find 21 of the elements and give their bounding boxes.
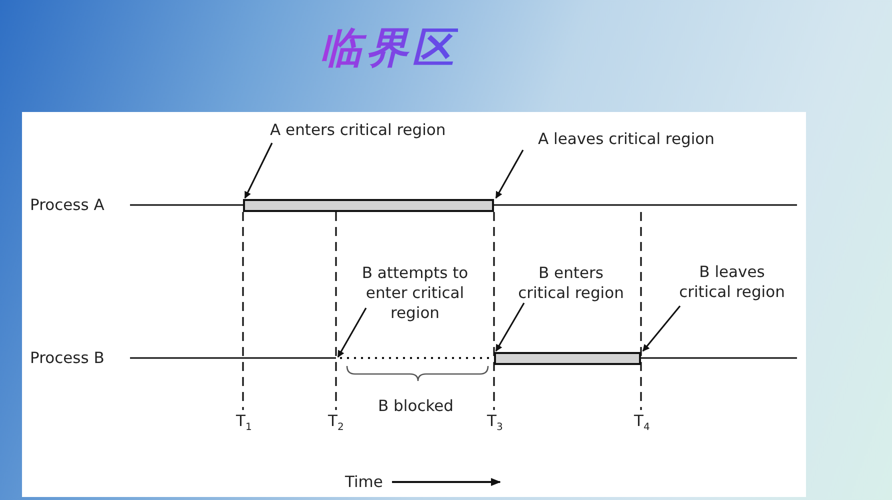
annotation-text: B enters critical region xyxy=(516,263,626,303)
axis-label: Time xyxy=(345,473,383,491)
critical-region-bar xyxy=(494,352,641,365)
leader-arrow xyxy=(495,302,525,352)
annotation-text: A enters critical region xyxy=(270,120,460,140)
axis-label: T$_{1}$ xyxy=(236,412,252,433)
dotted-line xyxy=(340,357,492,359)
annotation-text: B leaves critical region xyxy=(672,262,792,302)
axis-label: Process A xyxy=(30,196,104,214)
critical-region-bar xyxy=(243,199,494,212)
axis-label: T$_{2}$ xyxy=(328,412,344,433)
annotation-text: A leaves critical region xyxy=(538,129,728,149)
leader-arrow xyxy=(495,150,524,199)
axis-label: T$_{3}$ xyxy=(487,412,503,433)
axis-label: T$_{4}$ xyxy=(634,412,650,433)
axis-label: B blocked xyxy=(378,397,454,415)
leader-arrow xyxy=(642,306,681,352)
annotation-text: B attempts to enter critical region xyxy=(355,263,475,323)
axis-label: Process B xyxy=(30,349,104,367)
leader-arrow xyxy=(244,142,273,199)
leader-arrow xyxy=(337,308,367,358)
